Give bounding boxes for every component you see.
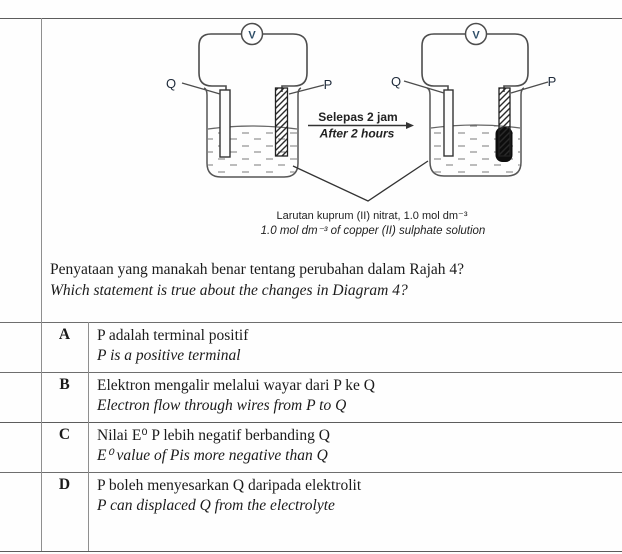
- callout-lines: [292, 160, 429, 202]
- label-p-left: P: [324, 77, 333, 92]
- table-left-column-rule: [41, 18, 42, 551]
- voltmeter-right-label: V: [472, 30, 480, 42]
- electrode-p-left-cell: [274, 87, 289, 157]
- pointer-q-left: [181, 82, 221, 95]
- electrode-q-right-cell: [443, 89, 454, 157]
- arrow-head: [406, 122, 414, 129]
- voltmeter-left-label: V: [248, 30, 256, 42]
- beaker-right: [426, 87, 525, 177]
- electrode-p-right-cell: [498, 87, 511, 157]
- question-block: Penyataan yang manakah benar tentang per…: [50, 259, 595, 301]
- cell-after: V Q P: [391, 22, 557, 177]
- row-divider-b-c: [0, 422, 622, 423]
- electrode-q-left-cell: [219, 89, 231, 158]
- beaker-left: [203, 87, 302, 178]
- option-b-english: Electron flow through wires from P to Q: [97, 396, 347, 414]
- option-c-english: E⁰ value of Pis more negative than Q: [97, 446, 328, 464]
- pointer-p-right: [510, 81, 549, 94]
- option-a-body: P adalah terminal positif P is a positiv…: [97, 326, 602, 365]
- cell-before: V Q P: [166, 22, 333, 178]
- solution-label-english: 1.0 mol dm⁻³ of copper (II) sulphate sol…: [261, 225, 486, 237]
- option-d-letter: D: [58, 476, 71, 493]
- question-malay: Penyataan yang manakah benar tentang per…: [50, 261, 465, 278]
- label-q-right: Q: [391, 74, 401, 89]
- pointer-p-left: [288, 84, 325, 95]
- transition-text-english: After 2 hours: [319, 127, 395, 141]
- option-b-body: Elektron mengalir melalui wayar dari P k…: [97, 376, 602, 415]
- voltmeter-left: [240, 22, 264, 46]
- option-a-english: P is a positive terminal: [97, 346, 241, 364]
- transition-text-malay: Selepas 2 jam: [318, 110, 397, 124]
- option-b-letter: B: [59, 376, 70, 393]
- row-divider-c-d: [0, 472, 622, 473]
- table-bottom-border: [0, 551, 622, 552]
- electrochemical-cell-diagram: V Q P Selepas 2 jam After 2 hours V Q: [166, 22, 557, 237]
- option-c-malay: Nilai E⁰ P lebih negatif berbanding Q: [97, 427, 330, 444]
- row-divider-a-b: [0, 372, 622, 373]
- voltmeter-right: [464, 22, 488, 46]
- transition-arrow: Selepas 2 jam After 2 hours: [308, 110, 414, 141]
- option-d-malay: P boleh menyesarkan Q daripada elektroli…: [97, 477, 362, 494]
- row-divider-question-a: [0, 322, 622, 323]
- option-letter-column-rule: [88, 322, 89, 551]
- liquid-level-right: [430, 124, 521, 129]
- option-b-malay: Elektron mengalir melalui wayar dari P k…: [97, 377, 375, 394]
- option-a-malay: P adalah terminal positif: [97, 327, 249, 344]
- solution-callout: Larutan kuprum (II) nitrat, 1.0 mol dm⁻³…: [261, 160, 486, 237]
- solution-label-malay: Larutan kuprum (II) nitrat, 1.0 mol dm⁻³: [276, 210, 467, 222]
- label-q-left: Q: [166, 76, 176, 91]
- option-c-body: Nilai E⁰ P lebih negatif berbanding Q E⁰…: [97, 426, 602, 465]
- option-d-body: P boleh menyesarkan Q daripada elektroli…: [97, 476, 602, 515]
- pointer-q-right: [403, 80, 445, 94]
- option-c-letter: C: [58, 426, 71, 443]
- question-english: Which statement is true about the change…: [50, 282, 408, 299]
- option-a-letter: A: [58, 326, 71, 343]
- table-top-border: [0, 18, 622, 19]
- option-d-english: P can displaced Q from the electrolyte: [97, 496, 335, 514]
- label-p-right: P: [548, 74, 557, 89]
